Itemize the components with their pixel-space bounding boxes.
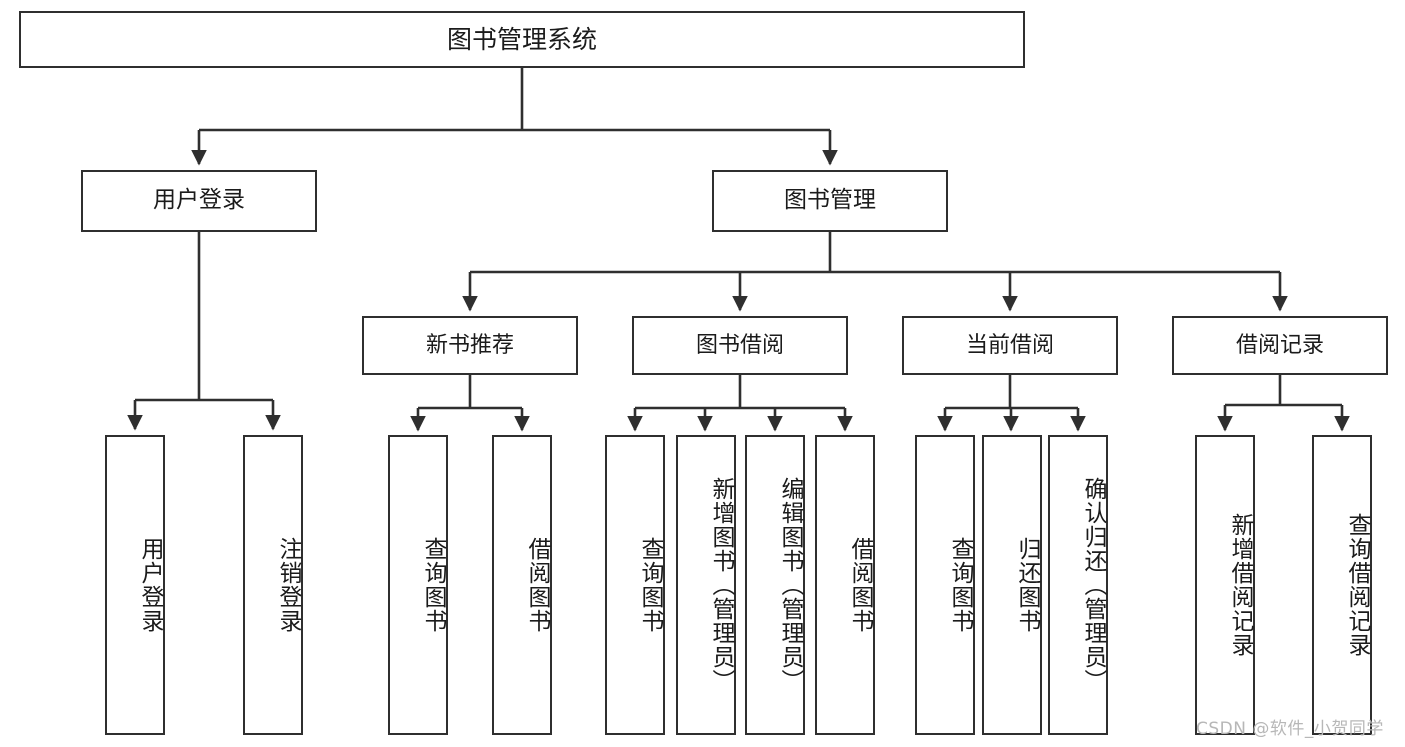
node-book-admin-label: 图书管理 [784,187,876,214]
leaf-query-book-1-label: 查询图书 [420,537,446,633]
node-new-book-recommend-label: 新书推荐 [425,332,514,358]
csdn-watermark: CSDN @软件_小贺同学 [1196,719,1384,739]
leaf-add-book-label: 新增图书（管理员） [708,477,734,693]
node-user-login-label: 用户登录 [153,187,245,214]
leaf-edit-book-label: 编辑图书（管理员） [777,477,803,693]
leaf-query-record[interactable]: 查询借阅记录 [1312,435,1372,735]
leaf-add-record-label: 新增借阅记录 [1227,513,1253,657]
node-book-borrow[interactable]: 图书借阅 [632,316,848,375]
leaf-query-book-2-label: 查询图书 [637,537,663,633]
leaf-return-book[interactable]: 归还图书 [982,435,1042,735]
leaf-borrow-book-2[interactable]: 借阅图书 [815,435,875,735]
leaf-query-book-3[interactable]: 查询图书 [915,435,975,735]
leaf-user-login-label: 用户登录 [137,537,163,633]
leaf-add-record[interactable]: 新增借阅记录 [1195,435,1255,735]
leaf-add-book[interactable]: 新增图书（管理员） [676,435,736,735]
node-new-book-recommend[interactable]: 新书推荐 [362,316,578,375]
leaf-borrow-book-1-label: 借阅图书 [524,537,550,633]
leaf-query-book-3-label: 查询图书 [947,537,973,633]
node-user-login[interactable]: 用户登录 [81,170,317,232]
leaf-edit-book[interactable]: 编辑图书（管理员） [745,435,805,735]
leaf-query-book-1[interactable]: 查询图书 [388,435,448,735]
node-root[interactable]: 图书管理系统 [19,11,1025,68]
leaf-logout-label: 注销登录 [275,537,301,633]
node-borrow-record-label: 借阅记录 [1235,332,1324,358]
node-borrow-record[interactable]: 借阅记录 [1172,316,1388,375]
node-root-label: 图书管理系统 [446,24,597,54]
leaf-return-book-label: 归还图书 [1014,537,1040,633]
leaf-query-record-label: 查询借阅记录 [1344,513,1370,657]
node-book-borrow-label: 图书借阅 [695,332,784,358]
leaf-query-book-2[interactable]: 查询图书 [605,435,665,735]
node-book-admin[interactable]: 图书管理 [712,170,948,232]
leaf-confirm-return[interactable]: 确认归还（管理员） [1048,435,1108,735]
node-current-borrow[interactable]: 当前借阅 [902,316,1118,375]
leaf-user-login[interactable]: 用户登录 [105,435,165,735]
leaf-logout[interactable]: 注销登录 [243,435,303,735]
node-current-borrow-label: 当前借阅 [965,332,1054,358]
leaf-borrow-book-2-label: 借阅图书 [847,537,873,633]
leaf-confirm-return-label: 确认归还（管理员） [1080,477,1106,693]
leaf-borrow-book-1[interactable]: 借阅图书 [492,435,552,735]
